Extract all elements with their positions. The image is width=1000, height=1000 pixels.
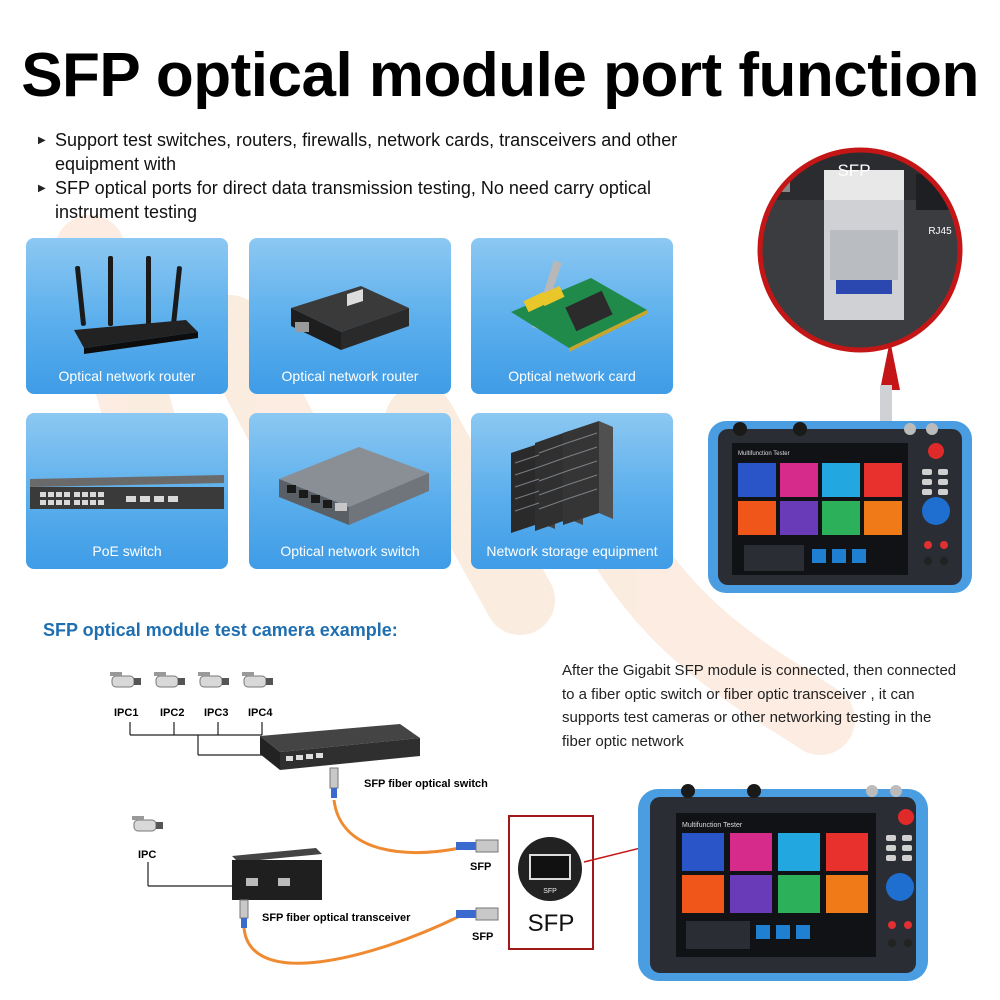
media-converter-icon — [291, 286, 409, 350]
rj45-callout-label: RJ45 — [928, 226, 952, 237]
camera-icon — [154, 672, 185, 688]
sfp-box-label: SFP — [527, 910, 575, 937]
desktop-switch-icon — [279, 447, 429, 525]
sfp-port-callout: SFP RJ45 — [757, 147, 963, 390]
card-label: PoE switch — [92, 543, 162, 559]
camera-label: IPC2 — [160, 707, 184, 719]
fiber-cable — [242, 799, 461, 965]
card-poe-switch: PoE switch — [26, 413, 228, 569]
card-label: Optical network router — [281, 368, 419, 384]
camera-icon — [132, 816, 163, 832]
page-title: SFP optical module port function — [21, 41, 979, 110]
tester-header: Multifunction Tester — [738, 451, 790, 457]
camera-label: IPC — [138, 849, 156, 861]
fiber-switch-icon — [260, 724, 420, 770]
card-label: Optical network switch — [280, 543, 420, 559]
example-title: SFP optical module test camera example: — [43, 620, 398, 640]
feature-list: Support test switches, routers, firewall… — [38, 128, 738, 224]
fiber-transceiver-icon — [232, 848, 322, 900]
example-description: After the Gigabit SFP module is connecte… — [562, 662, 957, 750]
camera-network-diagram: IPC1 IPC2 IPC3 IPC4 SFP fiber optical sw… — [110, 672, 499, 965]
card-network-card: Optical network card — [471, 238, 673, 394]
camera-label: IPC3 — [204, 707, 228, 719]
rack-switch-icon — [30, 475, 224, 509]
tester-app-grid — [738, 463, 902, 535]
card-label: Network storage equipment — [486, 543, 658, 559]
multifunction-tester-device: Multifunction Tester — [638, 784, 928, 981]
transceiver-label: SFP fiber optical transceiver — [262, 912, 411, 924]
feature-item: SFP optical ports for direct data transm… — [38, 176, 738, 224]
switch-label: SFP fiber optical switch — [364, 778, 488, 790]
tester-header: Multifunction Tester — [682, 822, 743, 829]
card-label: Optical network router — [58, 368, 196, 384]
sfp-small-label: SFP — [543, 888, 557, 895]
sfp-label: SFP — [472, 931, 493, 943]
sfp-callout-label: SFP — [837, 161, 870, 180]
network-card-icon — [511, 260, 647, 352]
card-storage-equipment: Network storage equipment — [471, 413, 673, 569]
tester-app-grid — [682, 833, 868, 913]
sfp-label: SFP — [470, 861, 491, 873]
camera-icon — [110, 672, 141, 688]
card-label: Optical network card — [508, 368, 636, 384]
card-media-converter: Optical network router — [249, 238, 451, 394]
camera-icon — [198, 672, 229, 688]
camera-label: IPC4 — [248, 707, 273, 719]
feature-item: Support test switches, routers, firewall… — [38, 128, 738, 176]
camera-icon — [242, 672, 273, 688]
callout-pointer — [880, 340, 900, 390]
sfp-port-closeup: SFP — [518, 837, 582, 901]
card-optical-router: Optical network router — [26, 238, 228, 394]
storage-rack-icon — [511, 421, 613, 533]
multifunction-tester-device: Multifunction Tester — [708, 385, 972, 593]
camera-label: IPC1 — [114, 707, 138, 719]
sfp-zoom-box: SFP SFP — [508, 815, 594, 950]
card-optical-switch: Optical network switch — [249, 413, 451, 569]
wifi-router-icon — [74, 256, 198, 354]
